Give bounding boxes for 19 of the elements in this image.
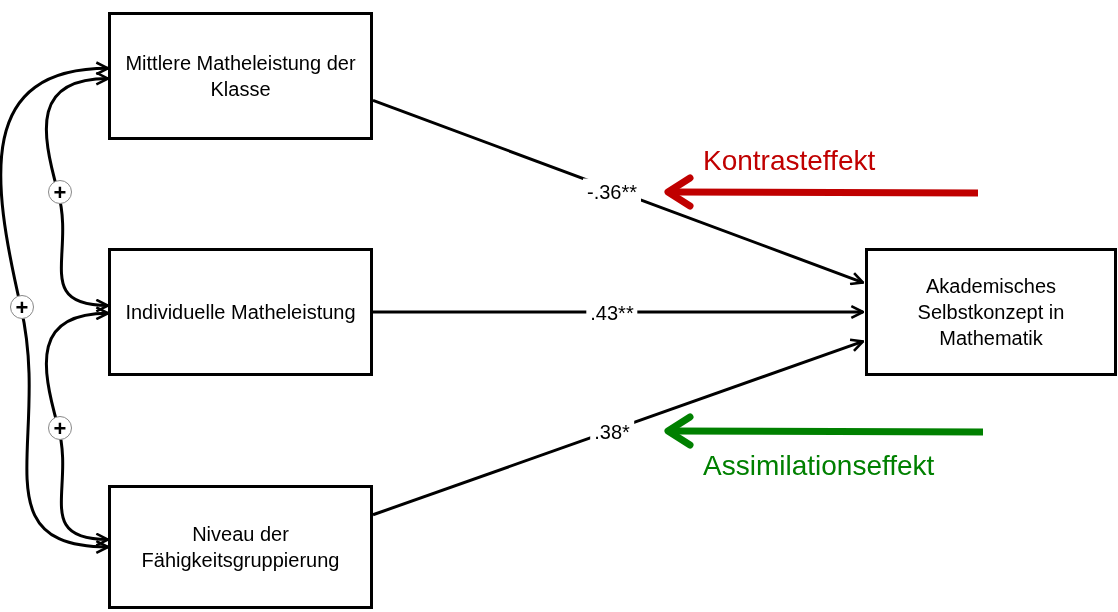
node-text: Mittlere Matheleistung der Klasse [124, 51, 357, 102]
sign-label: + [10, 295, 34, 319]
arrow [372, 98, 865, 286]
arrow [0, 62, 110, 554]
variable-box [865, 248, 1117, 376]
sign-label: + [48, 416, 72, 440]
variable-box [108, 248, 373, 376]
variable-box [108, 12, 373, 140]
effect-label: Kontrasteffekt [703, 145, 876, 177]
arrow [45, 306, 110, 546]
node-text: Akademisches Selbstkonzept in Mathematik [916, 274, 1066, 351]
node-text: Individuelle Matheleistung [124, 300, 357, 325]
arrow [45, 72, 110, 312]
arrow [372, 338, 865, 517]
node-text: Niveau der Fähigkeitsgruppierung [140, 522, 341, 573]
arrow [373, 304, 865, 320]
sign-label: + [48, 180, 72, 204]
effect-label: Assimilationseffekt [703, 450, 935, 482]
variable-box [108, 485, 373, 609]
